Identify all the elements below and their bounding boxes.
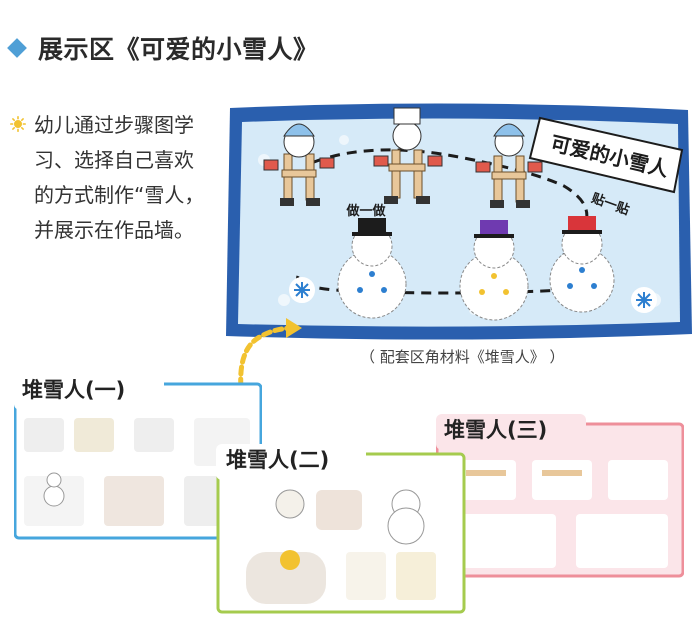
stick-snowman-2 <box>373 107 443 204</box>
diamond-icon <box>7 38 27 58</box>
stick-snowman-1 <box>263 123 335 206</box>
label-make: 做一做 <box>345 203 385 219</box>
card-2-title: 堆雪人(二) <box>226 448 330 472</box>
section-header: 展示区《可爱的小雪人》 <box>7 30 319 66</box>
description-text: 幼儿通过步骤图学习、选择自己喜欢的方式制作“雪人，并展示在作品墙。 <box>34 113 205 242</box>
dashed-arrow-icon <box>238 318 302 401</box>
snowflake-icon <box>289 277 315 303</box>
instruction-card-2 <box>216 444 466 614</box>
snowflake-icon <box>631 287 657 313</box>
instruction-card-3 <box>436 414 684 578</box>
stick-snowman-3 <box>475 123 543 208</box>
board-caption: （ 配套区角材料《堆雪人》 ） <box>360 348 565 366</box>
instruction-card-1 <box>14 376 262 540</box>
sun-bullet-icon <box>10 116 26 132</box>
card-3-title: 堆雪人(三) <box>444 418 548 442</box>
cotton-snowman-3 <box>549 216 615 313</box>
section-title: 展示区《可爱的小雪人》 <box>38 35 319 64</box>
cotton-snowman-1 <box>337 218 407 319</box>
description-block: 幼儿通过步骤图学习、选择自己喜欢的方式制作“雪人，并展示在作品墙。 <box>10 108 215 248</box>
cotton-snowman-2 <box>459 220 529 321</box>
display-board-image: 可爱的小雪人 做一做 贴一贴 <box>226 103 692 340</box>
card-1-title: 堆雪人(一) <box>22 378 126 402</box>
